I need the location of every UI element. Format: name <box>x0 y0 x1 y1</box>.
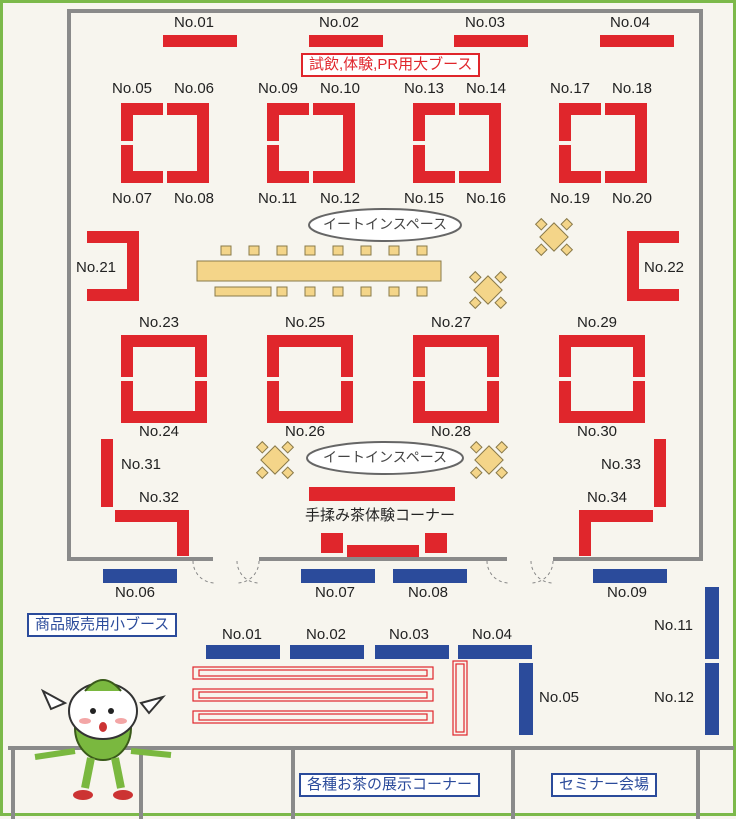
booth-label: No.02 <box>319 14 360 31</box>
booth-label: No.07 <box>112 190 153 207</box>
booth-label: No.33 <box>601 456 642 473</box>
booth-label: No.28 <box>431 423 472 440</box>
booth-label: No.34 <box>587 489 628 506</box>
booth-label: No.01 <box>174 14 215 31</box>
booth-label: No.10 <box>320 80 361 97</box>
tea-corner-booths <box>309 487 455 557</box>
booth-label: No.15 <box>404 190 445 207</box>
seminar-label: セミナー会場 <box>551 773 658 797</box>
eat-in-tables <box>196 245 442 297</box>
small-booth-label: No.05 <box>539 689 580 706</box>
small-booth-label: No.01 <box>222 626 263 643</box>
booth-label: No.22 <box>644 259 685 276</box>
booth-label: No.23 <box>139 314 180 331</box>
small-booth-label: No.04 <box>472 626 513 643</box>
booth-label: No.12 <box>320 190 361 207</box>
tea-corner-label: 手揉み茶体験コーナー <box>305 507 456 524</box>
tea-exhibit-label: 各種お茶の展示コーナー <box>299 773 481 797</box>
small-booth-label: No.03 <box>389 626 430 643</box>
booth-label: No.06 <box>174 80 215 97</box>
small-booth-label: No.11 <box>654 617 693 634</box>
large-booths-title: 試飲,体験,PR用大ブース <box>301 53 481 77</box>
small-booth-label: No.12 <box>654 689 695 706</box>
booth-label: No.25 <box>285 314 326 331</box>
small-booth-label: No.02 <box>306 626 347 643</box>
top-booths <box>163 35 674 47</box>
small-booth-label: No.09 <box>607 584 648 601</box>
booth-label: No.24 <box>139 423 180 440</box>
booth-label: No.32 <box>139 489 180 506</box>
booth-label: No.08 <box>174 190 215 207</box>
door-gap-right <box>507 553 553 563</box>
small-booth-label: No.08 <box>408 584 449 601</box>
booth-label: No.14 <box>466 80 507 97</box>
booth-label: No.17 <box>550 80 591 97</box>
booth-label: No.04 <box>610 14 651 31</box>
booth-label: No.11 <box>258 190 297 207</box>
booth-label: No.30 <box>577 423 618 440</box>
eat-in-label-2: イートインスペース <box>323 449 448 465</box>
eat-in-oval-1 <box>308 208 462 242</box>
main-hall-wall <box>67 9 703 561</box>
booth-label: No.09 <box>258 80 299 97</box>
small-booths-title: 商品販売用小ブース <box>27 613 178 637</box>
booth-label: No.03 <box>465 14 506 31</box>
booth-label: No.19 <box>550 190 591 207</box>
booth-label: No.31 <box>121 456 162 473</box>
floor-plan-drawing <box>8 9 734 819</box>
booth-label: No.29 <box>577 314 618 331</box>
small-booths <box>103 569 719 735</box>
booth-label: No.16 <box>466 190 507 207</box>
door-swings <box>192 560 554 584</box>
booth-label: No.21 <box>76 259 117 276</box>
small-booth-label: No.07 <box>315 584 356 601</box>
display-racks <box>192 660 468 736</box>
diamond-tables <box>255 217 574 480</box>
eat-in-oval-2 <box>306 441 464 475</box>
booth-squares-row1 <box>121 103 647 183</box>
booth-label: No.20 <box>612 190 653 207</box>
tea-leaf-mascot-icon <box>34 679 172 800</box>
booth-label: No.05 <box>112 80 153 97</box>
booth-label: No.18 <box>612 80 653 97</box>
booth-squares-row2 <box>121 335 645 423</box>
side-booths <box>87 231 679 556</box>
small-booth-label: No.06 <box>115 584 156 601</box>
eat-in-label-1: イートインスペース <box>323 216 448 232</box>
booth-label: No.13 <box>404 80 445 97</box>
booth-label: No.26 <box>285 423 326 440</box>
door-gap-left <box>213 553 259 563</box>
booth-label: No.27 <box>431 314 472 331</box>
